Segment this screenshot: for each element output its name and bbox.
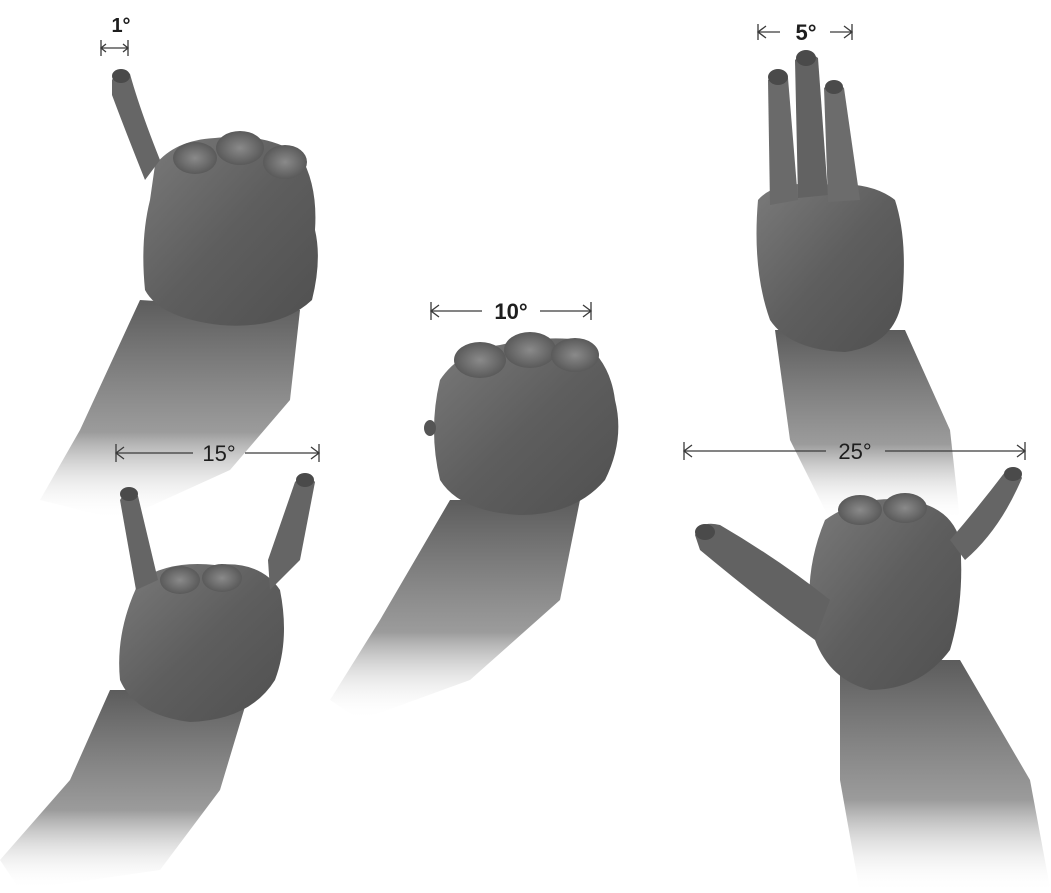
hand-fist <box>330 332 618 720</box>
measure-1-degree: 1° <box>101 15 131 56</box>
hand-thumb-little-finger <box>695 467 1051 893</box>
label-5-degrees: 5° <box>795 20 816 45</box>
hand-index-little-finger <box>0 473 315 890</box>
measure-10-degrees: 10° <box>431 299 591 324</box>
label-15-degrees: 15° <box>202 441 235 466</box>
label-1-degree: 1° <box>111 15 130 37</box>
measure-5-degrees: 5° <box>758 20 852 45</box>
label-25-degrees: 25° <box>838 439 871 464</box>
measure-25-degrees: 25° <box>684 439 1025 464</box>
label-10-degrees: 10° <box>494 299 527 324</box>
